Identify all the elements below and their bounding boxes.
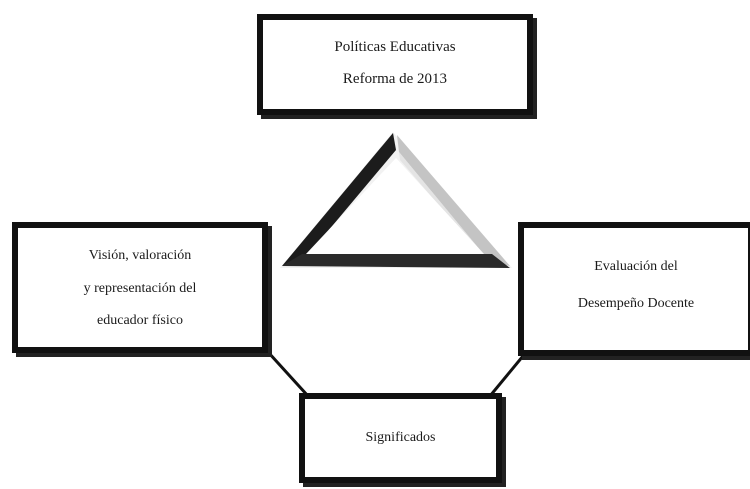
- node-text-line: Reforma de 2013: [342, 70, 448, 87]
- node-text-line: Políticas Educativas: [334, 39, 456, 56]
- node-vision-valoracion: Visión, valoración y representación del …: [12, 222, 268, 353]
- node-text-line: Significados: [365, 430, 436, 446]
- node-text-line: y representación del: [83, 280, 197, 296]
- triangle-shape: [280, 132, 512, 268]
- node-politicas-educativas: Políticas Educativas Reforma de 2013: [257, 14, 533, 115]
- node-text-line: educador físico: [97, 313, 183, 329]
- node-text-line: Visión, valoración: [88, 248, 192, 264]
- node-evaluacion-desempeno: Evaluación del Desempeño Docente: [518, 222, 750, 356]
- node-significados: Significados: [299, 393, 502, 483]
- connector-right-bottom: [488, 355, 525, 397]
- connector-left-bottom: [266, 350, 310, 398]
- node-text-line: Desempeño Docente: [577, 295, 695, 311]
- node-text-line: Evaluación del: [594, 258, 678, 274]
